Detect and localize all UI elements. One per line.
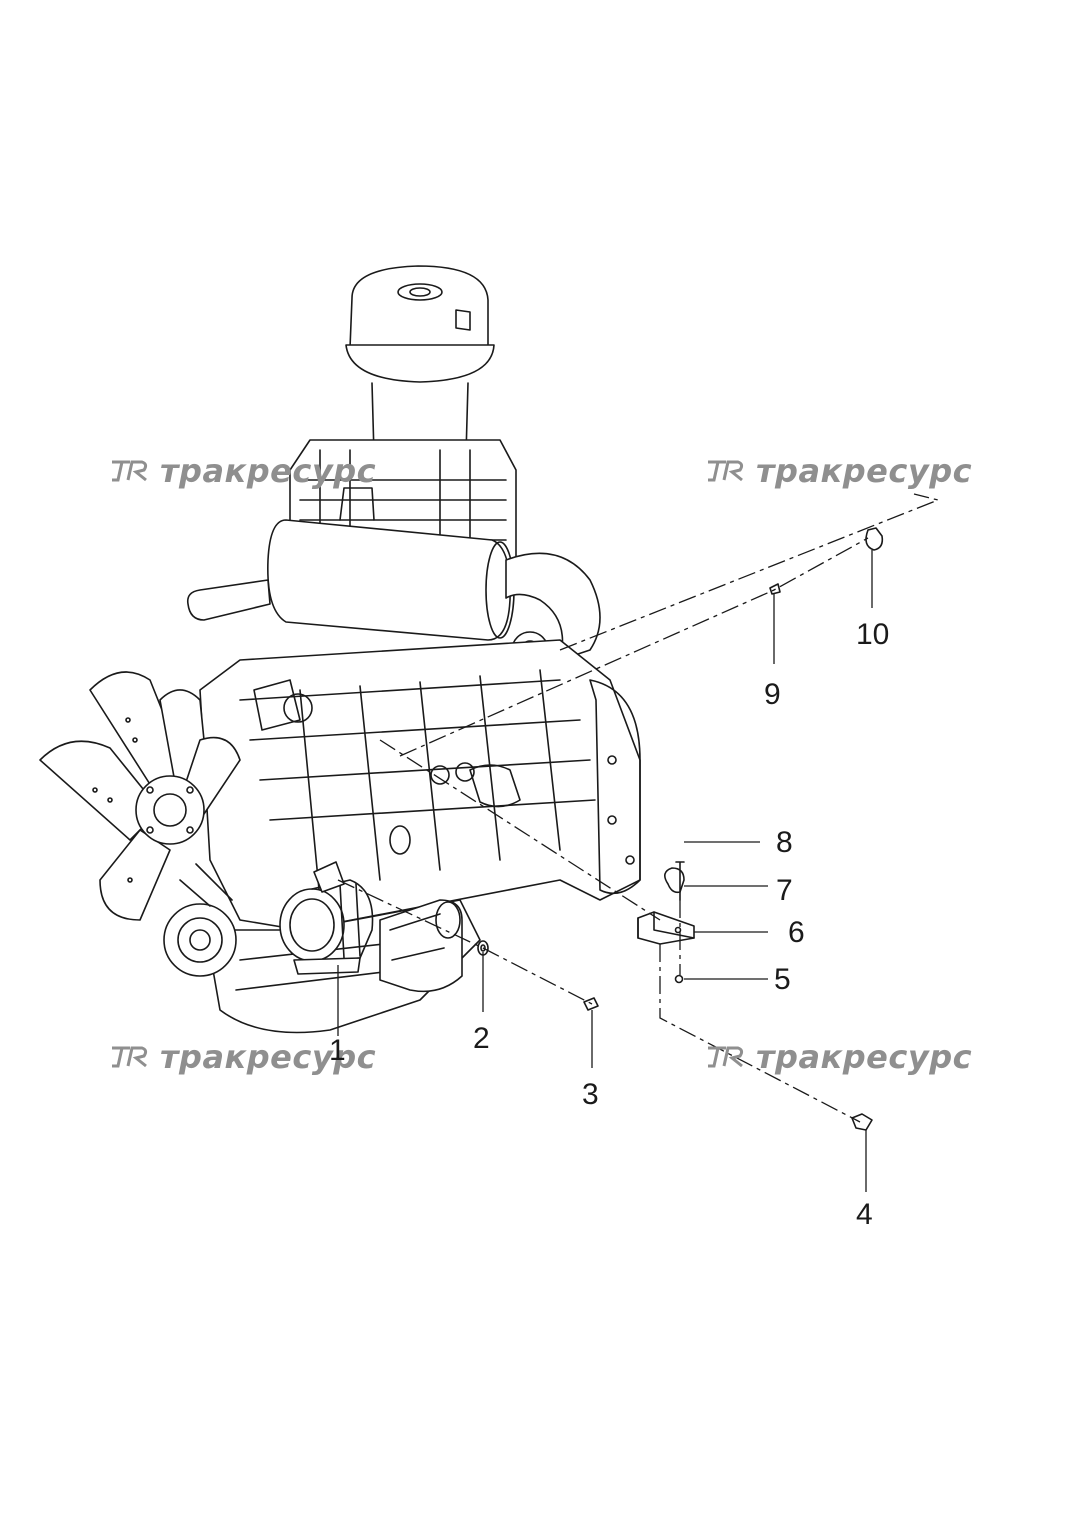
clip-part-10	[865, 527, 884, 551]
callout-5: 5	[774, 963, 791, 996]
watermark-top-right: тракресурс	[704, 452, 972, 490]
watermark-text: тракресурс	[756, 1038, 973, 1076]
tr-logo-icon	[112, 460, 148, 482]
crank-pulley	[163, 863, 237, 977]
air-cleaner	[345, 265, 495, 471]
tr-logo-icon	[112, 1046, 148, 1068]
bolt-part-4	[851, 1113, 873, 1131]
watermark-text: тракресурс	[756, 452, 973, 490]
callout-1: 1	[329, 1034, 346, 1067]
callout-9: 9	[764, 678, 781, 711]
nut-part-5	[674, 974, 684, 984]
alternator	[279, 861, 374, 975]
watermark-text: тракресурс	[160, 452, 377, 490]
callout-6: 6	[788, 916, 805, 949]
callout-8: 8	[776, 826, 793, 859]
callout-7: 7	[776, 874, 793, 907]
bracket-part-6	[637, 911, 695, 945]
callout-4: 4	[856, 1198, 873, 1231]
cooling-fan	[39, 671, 241, 921]
callout-2: 2	[473, 1022, 490, 1055]
clamp-part-7	[664, 867, 685, 894]
engine-block	[199, 639, 641, 931]
starter-motor	[379, 899, 463, 993]
bolt-part-8	[675, 861, 685, 901]
assembly-center-lines	[337, 493, 941, 1123]
callout-10: 10	[856, 618, 890, 651]
watermark-bottom-right: тракресурс	[704, 1038, 972, 1076]
leader-lines	[337, 550, 873, 1192]
tr-logo-icon	[708, 460, 744, 482]
callout-3: 3	[582, 1078, 599, 1111]
muffler	[186, 487, 515, 641]
watermark-text: тракресурс	[160, 1038, 377, 1076]
tr-logo-icon	[708, 1046, 744, 1068]
watermark-bottom-left: тракресурс	[108, 1038, 376, 1076]
watermark-top-left: тракресурс	[108, 452, 376, 490]
